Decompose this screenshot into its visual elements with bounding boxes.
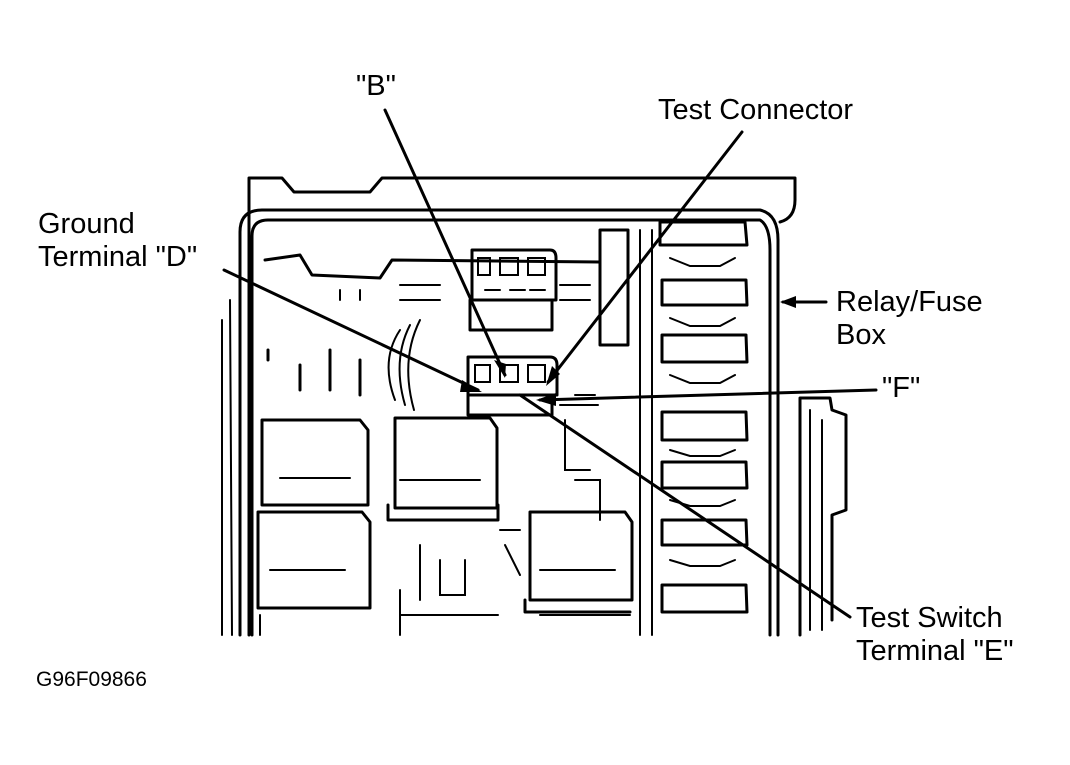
callout-relay-line1: Relay/Fuse	[836, 286, 983, 318]
arrowhead-f	[536, 393, 556, 406]
relays	[256, 416, 634, 636]
arrowhead-test-connector	[546, 366, 560, 386]
callout-b-text: "B"	[356, 70, 396, 102]
callout-test-switch-terminal-e: Test Switch Terminal "E"	[856, 602, 1014, 668]
leader-f	[538, 388, 878, 402]
callout-test-switch-line2: Terminal "E"	[856, 635, 1014, 667]
callout-f-text: "F"	[882, 372, 921, 404]
side-bracket	[798, 396, 848, 637]
callout-ground-line2: Terminal "D"	[38, 241, 198, 273]
callout-ground-line1: Ground	[38, 208, 135, 240]
leader-test-connector	[546, 130, 744, 384]
figure-id: G96F09866	[36, 668, 147, 691]
leader-b	[383, 108, 507, 377]
callout-ground-terminal-d: Ground Terminal "D"	[38, 208, 197, 274]
leader-ground-terminal	[222, 268, 480, 392]
callout-f: "F"	[882, 372, 920, 405]
callout-relay-line2: Box	[836, 319, 886, 351]
callout-test-connector-text: Test Connector	[658, 94, 854, 126]
fuse-slots	[598, 220, 749, 636]
arrowhead-b	[494, 360, 506, 378]
leader-lines	[222, 108, 878, 619]
callout-test-switch-line1: Test Switch	[856, 602, 1003, 634]
arrowhead-relay-fuse-box	[780, 296, 796, 308]
test-connector-shape	[466, 355, 599, 417]
callout-b: "B"	[356, 70, 396, 103]
callout-relay-fuse-box: Relay/Fuse Box	[836, 286, 983, 352]
callout-test-connector: Test Connector	[658, 94, 853, 127]
upper-connector	[468, 248, 558, 332]
top-modules	[263, 253, 602, 411]
leader-test-switch	[518, 393, 852, 619]
box-outline	[221, 176, 797, 637]
arrowhead-ground-terminal	[460, 380, 482, 392]
